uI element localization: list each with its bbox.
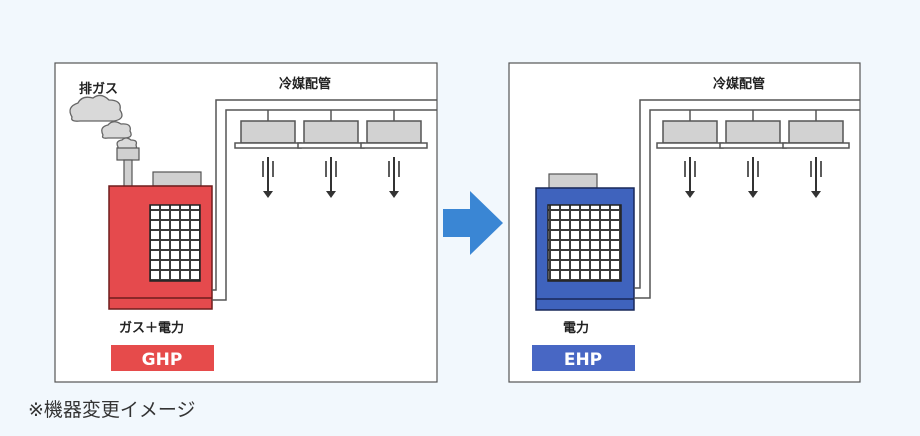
- ghp-badge: [111, 345, 214, 371]
- after-panel: 冷媒配管 電力 EHP: [508, 62, 861, 383]
- refrigerant-pipe: [634, 99, 860, 299]
- ehp-badge-label: EHP: [564, 350, 602, 370]
- refrigerant-pipe: [212, 99, 437, 301]
- ghp-badge-label: GHP: [142, 350, 183, 370]
- before-panel: 排ガス 冷媒配管 ガス＋: [54, 62, 438, 383]
- refrigerant-label: 冷媒配管: [713, 76, 765, 92]
- ehp-outdoor-unit-icon: [535, 173, 635, 311]
- exhaust-label: 排ガス: [79, 81, 118, 97]
- footnote: ※機器変更イメージ: [28, 399, 196, 421]
- energy-source-label: 電力: [563, 320, 589, 336]
- energy-source-label: ガス＋電力: [119, 320, 184, 336]
- transition-arrow-icon: [443, 191, 503, 255]
- chimney-icon: [116, 147, 140, 161]
- refrigerant-label: 冷媒配管: [279, 76, 331, 92]
- ghp-outdoor-unit-icon: [108, 171, 213, 310]
- ehp-badge: [532, 345, 635, 371]
- exhaust-cloud-icon: [69, 94, 138, 151]
